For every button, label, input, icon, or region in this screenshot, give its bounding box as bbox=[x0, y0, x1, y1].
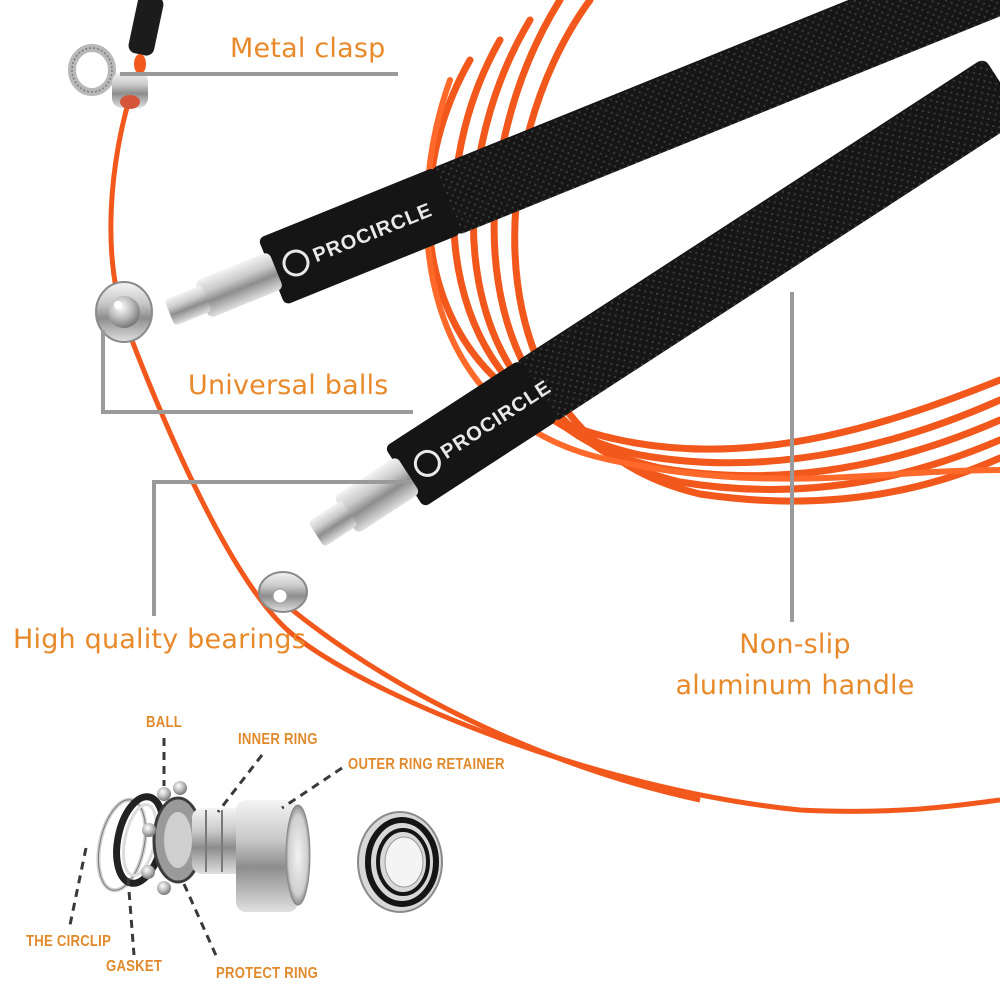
inner-ring-label: INNER RING bbox=[238, 731, 318, 748]
bearing-swivel bbox=[258, 571, 308, 613]
outer-ring-retainer-label: OUTER RING RETAINER bbox=[348, 756, 505, 773]
protect-ring-label: PROTECT RING bbox=[216, 965, 319, 982]
aluminum-handle-label-line2: aluminum handle bbox=[675, 670, 915, 701]
high-quality-bearings-label: High quality bearings bbox=[13, 624, 306, 655]
metal-clasp-leader bbox=[120, 72, 398, 76]
bearings-leader-v bbox=[152, 480, 156, 616]
bearing-exploded-diagram bbox=[96, 781, 443, 913]
universal-balls-leader-h bbox=[101, 410, 413, 414]
universal-ball-joint bbox=[95, 281, 153, 343]
universal-balls-leader-v bbox=[101, 330, 105, 414]
the-circlip-label: THE CIRCLIP bbox=[26, 933, 112, 950]
ball-label: BALL bbox=[146, 714, 182, 731]
bearings-leader-h bbox=[152, 480, 412, 484]
universal-balls-label: Universal balls bbox=[188, 370, 389, 401]
metal-clasp-label: Metal clasp bbox=[230, 33, 386, 64]
aluminum-handle-label-line1: Non-slip bbox=[739, 629, 851, 660]
metal-clasp bbox=[68, 0, 164, 109]
handle-leader-v bbox=[790, 292, 794, 622]
gasket-label: GASKET bbox=[106, 958, 163, 975]
bearing-leader-lines bbox=[68, 738, 343, 961]
lower-handle: PROCIRCLE bbox=[309, 60, 1000, 546]
upper-handle: PROCIRCLE bbox=[165, 0, 1000, 325]
aluminum-handle-label: Non-slip aluminum handle bbox=[664, 624, 926, 706]
